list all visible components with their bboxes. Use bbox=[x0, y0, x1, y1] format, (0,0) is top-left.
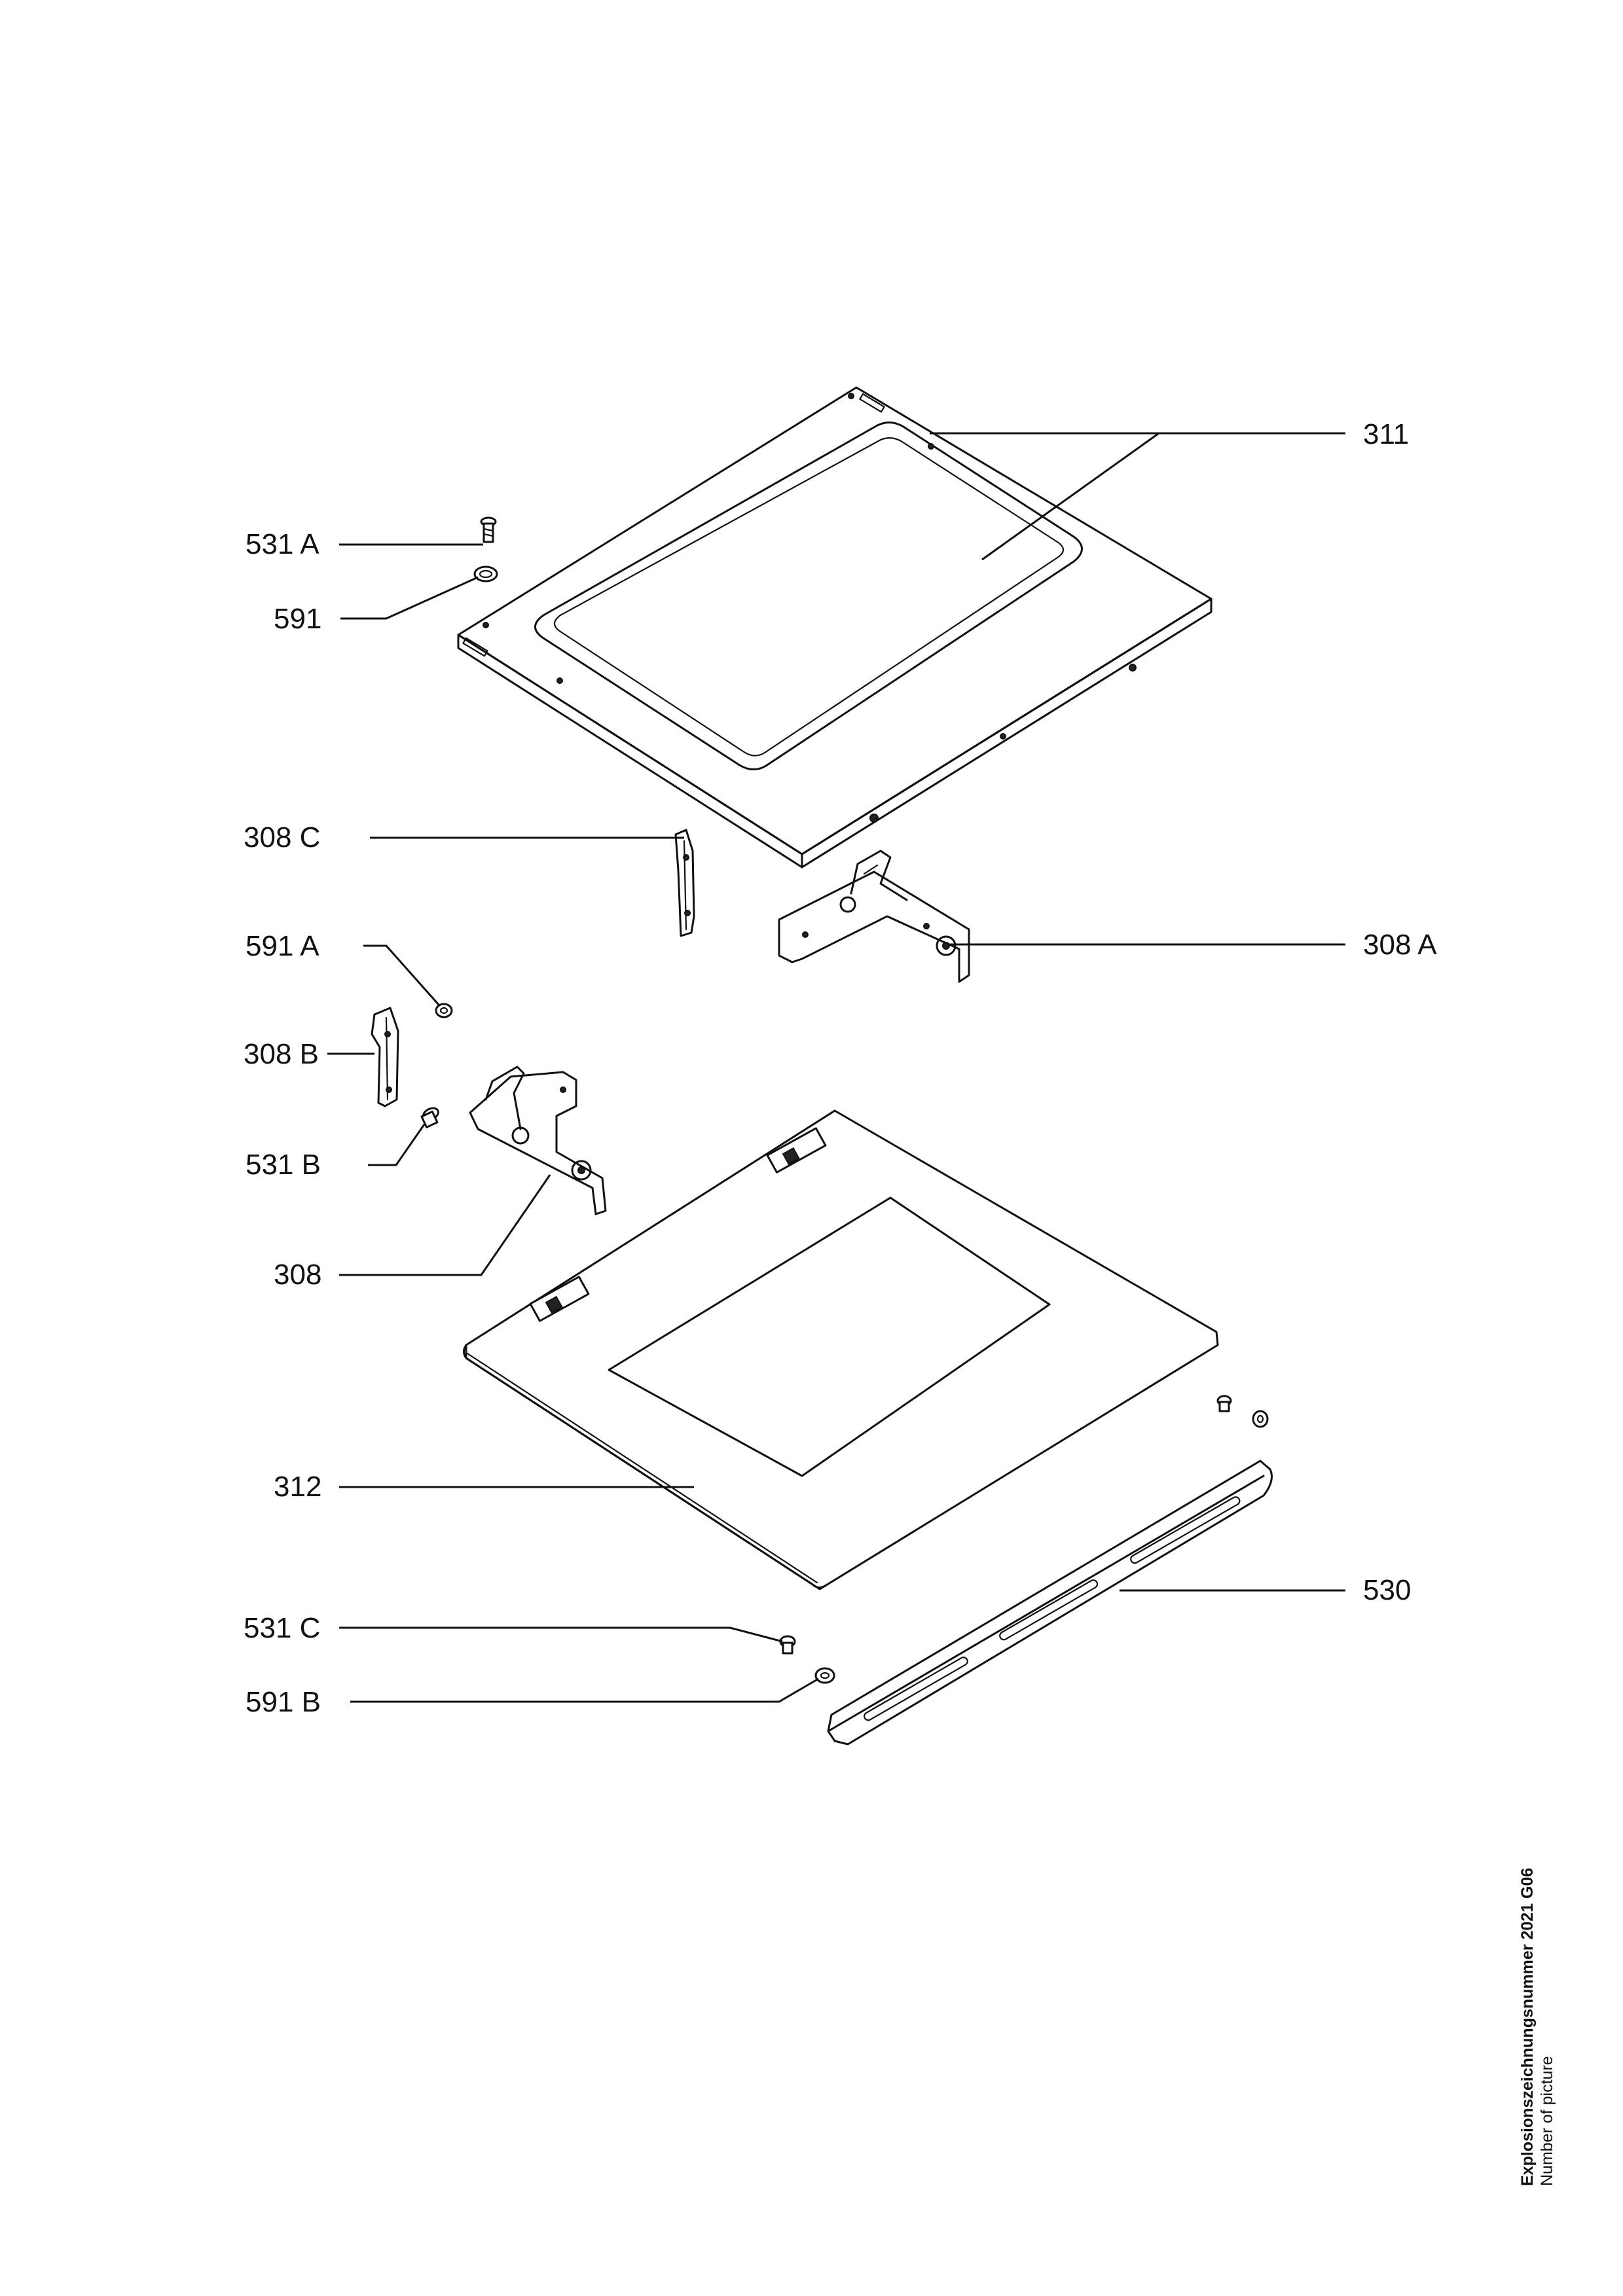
part-531b-screw bbox=[420, 1107, 439, 1128]
part-591b-washer bbox=[814, 1667, 835, 1684]
leader-lines bbox=[327, 432, 1345, 1703]
part-591a-washer bbox=[435, 1003, 453, 1018]
part-531c-screw bbox=[779, 1635, 796, 1655]
label-308b: 308 B bbox=[244, 1038, 319, 1070]
inner-panel-clip bbox=[529, 1276, 590, 1322]
label-531a: 531 A bbox=[246, 528, 319, 560]
part-308a-hinge bbox=[778, 850, 970, 983]
label-311: 311 bbox=[1363, 418, 1409, 450]
label-531c: 531 C bbox=[244, 1612, 320, 1644]
screw-washer-pair-right bbox=[1216, 1395, 1269, 1428]
part-312-inner-panel bbox=[463, 1109, 1219, 1590]
part-530-bottom-rail bbox=[827, 1460, 1273, 1746]
part-308b-hinge-bracket bbox=[371, 1007, 399, 1107]
number-of-picture-label: Number of picture bbox=[1538, 2056, 1556, 2186]
drawing-number-caption: Explosionszeichnungsnummer 2021 G06 Numb… bbox=[1518, 1868, 1557, 2186]
drawing-number: Explosionszeichnungsnummer 2021 G06 bbox=[1518, 1867, 1537, 2186]
label-308a: 308 A bbox=[1363, 929, 1437, 961]
label-530: 530 bbox=[1363, 1574, 1411, 1606]
label-308c: 308 C bbox=[244, 821, 320, 853]
label-591b: 591 B bbox=[246, 1686, 321, 1718]
part-308-hinge bbox=[469, 1066, 607, 1215]
callout-labels: 311 531 A 591 308 C 591 A 308 A 308 B 53… bbox=[244, 418, 1437, 1718]
label-308: 308 bbox=[274, 1259, 321, 1291]
label-531b: 531 B bbox=[246, 1149, 321, 1181]
label-591: 591 bbox=[274, 603, 321, 635]
part-308c-hinge-bracket bbox=[674, 829, 695, 937]
part-531a-screw bbox=[480, 516, 497, 543]
part-311-door-frame bbox=[457, 386, 1213, 869]
label-312: 312 bbox=[274, 1471, 321, 1503]
label-591a: 591 A bbox=[246, 930, 319, 962]
part-591-washer bbox=[473, 565, 498, 583]
inner-panel-clip bbox=[766, 1127, 827, 1174]
